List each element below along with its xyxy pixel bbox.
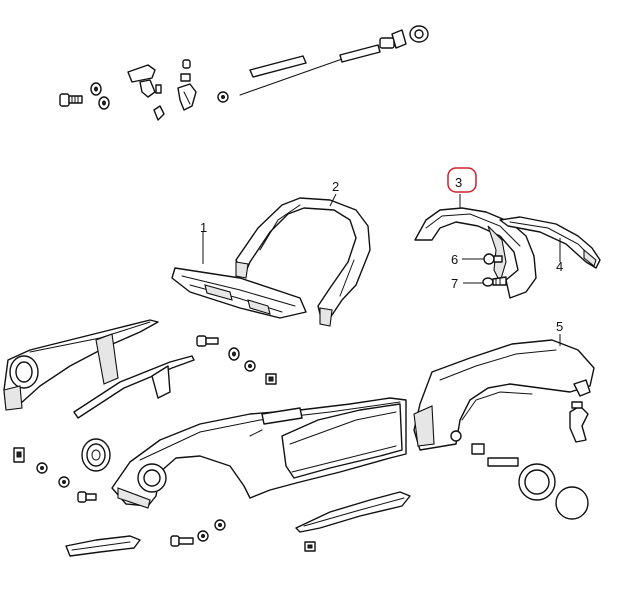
callout-2: 2 [332, 179, 339, 194]
callout-6: 6 [451, 252, 458, 267]
front-body-shell [111, 397, 407, 509]
leader-lines [202, 193, 561, 346]
hood-prop-rod [239, 25, 429, 96]
washer-icon [58, 476, 70, 488]
fuel-cap [555, 486, 589, 520]
bolt-icon [170, 535, 194, 547]
top-hardware-group [59, 25, 429, 121]
bottom-hardware-group [170, 519, 316, 552]
middle-hardware-group [196, 335, 277, 385]
bolt-icon [196, 335, 219, 347]
headlight-ring [81, 438, 111, 472]
washer-icon [98, 96, 110, 110]
callout-5: 5 [556, 319, 563, 334]
fuel-filler-ring [518, 463, 556, 501]
callout-4: 4 [556, 259, 563, 274]
screw-icon [483, 253, 503, 265]
trim-strips [73, 355, 195, 419]
roll-hoop-trim [414, 207, 537, 299]
callout-1: 1 [200, 220, 207, 235]
washer-icon [90, 82, 102, 96]
rear-hardware-group [471, 401, 589, 520]
callout-7: 7 [451, 276, 458, 291]
rocker-panel [295, 491, 411, 533]
bolt-icon [59, 93, 83, 107]
nut-icon [304, 541, 316, 552]
callout-3: 3 [455, 175, 462, 190]
nut-icon [471, 443, 485, 455]
callout-labels: 1 2 3 4 5 6 7 [200, 167, 563, 334]
clip-icon [177, 59, 197, 111]
windshield-frame-upper [235, 197, 371, 327]
badge-plate [487, 457, 519, 467]
washer-icon [197, 530, 209, 542]
windshield-frame-lower [171, 267, 307, 319]
callout-3-highlight [447, 167, 477, 193]
latch-bracket [127, 64, 165, 121]
washer-icon [244, 360, 256, 372]
front-fender-left [3, 319, 159, 411]
washer-icon [217, 91, 229, 103]
rear-quarter-panel [413, 339, 595, 451]
bolt-icon [77, 491, 97, 503]
screw-icon [482, 276, 507, 287]
left-hardware-group [13, 438, 141, 557]
washer-icon [36, 462, 48, 474]
rear-trim-strip [499, 216, 601, 269]
washer-icon [228, 347, 240, 361]
nut-icon [265, 373, 277, 385]
clip-icon [13, 447, 25, 463]
rear-bracket [569, 401, 589, 443]
washer-icon [214, 519, 226, 531]
